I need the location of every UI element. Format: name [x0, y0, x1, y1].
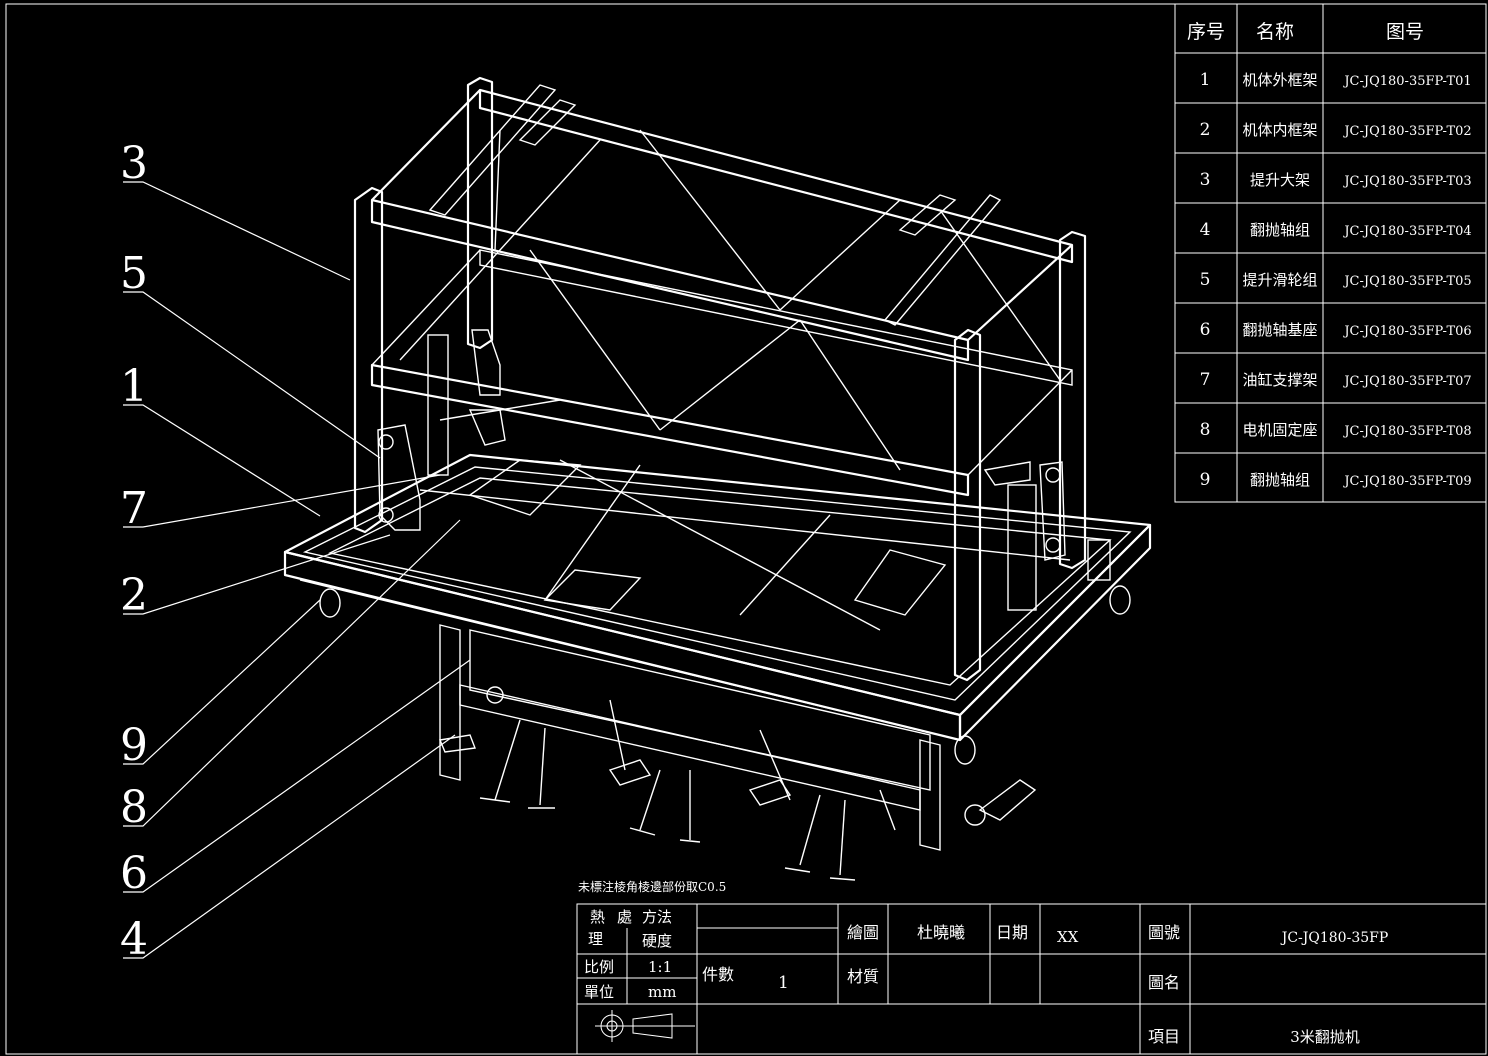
part-no: 4	[1200, 220, 1211, 240]
mid-beam-rear	[479, 249, 1073, 386]
top-beam-rear	[478, 88, 1074, 264]
header-code: 图号	[1386, 21, 1424, 43]
part-name: 提升大架	[1250, 171, 1310, 189]
part-no: 9	[1200, 470, 1211, 490]
heat-treat-3: 理	[588, 930, 603, 948]
base-frame-inner	[302, 466, 1132, 701]
qty-label: 件數	[702, 965, 734, 984]
part-code: JC-JQ180-35FP-T06	[1342, 324, 1471, 339]
part-name: 机体内框架	[1242, 121, 1317, 139]
machine-drawing	[283, 76, 1152, 881]
right-plate	[853, 549, 947, 616]
part-code: JC-JQ180-35FP-T04	[1342, 224, 1471, 239]
parts-table-rows: 1 机体外框架 JC-JQ180-35FP-T01 2 机体内框架 JC-JQ180-35…	[1200, 70, 1472, 490]
part-no: 7	[1200, 370, 1211, 390]
callout-3: 3	[120, 138, 148, 189]
tiller-support-left	[439, 624, 461, 781]
part-no: 1	[1200, 70, 1211, 90]
wheel-front-right	[954, 735, 976, 765]
tiller-tines	[439, 699, 896, 881]
unit-value: mm	[648, 983, 676, 1001]
qty-value: 1	[778, 973, 789, 993]
heat-treat-2: 處	[617, 908, 632, 926]
mid-beam-front	[370, 363, 970, 497]
part-name: 机体外框架	[1242, 71, 1317, 89]
part-code: JC-JQ180-35FP-T03	[1342, 174, 1471, 189]
title-block: 熱 處 理 方法 硬度 比例 1:1 單位 mm 件數 1 繪圖 杜曉曦 日期 …	[576, 903, 1487, 1055]
part-code: JC-JQ180-35FP-T01	[1342, 74, 1471, 89]
scale-value: 1:1	[648, 958, 672, 976]
drawing-border	[5, 3, 1487, 1055]
project-label: 項目	[1148, 1027, 1180, 1046]
material-label: 材質	[847, 967, 879, 986]
project-value: 3米翻抛机	[1290, 1028, 1360, 1046]
part-name: 提升滑轮组	[1242, 271, 1317, 289]
date-label: 日期	[996, 923, 1028, 942]
base-frame-side	[958, 523, 1152, 742]
part-no: 8	[1200, 420, 1211, 440]
part-code: JC-JQ180-35FP-T05	[1342, 274, 1471, 289]
part-code: JC-JQ180-35FP-T09	[1342, 474, 1471, 489]
callout-4: 4	[120, 914, 148, 965]
callout-numbers: 3 5 1 7 2 9 8 6 4	[120, 138, 148, 965]
part-code: JC-JQ180-35FP-T02	[1342, 124, 1471, 139]
base-frame-top	[283, 453, 1152, 717]
edge-note: 未標注棱角棱邊部份取C0.5	[578, 879, 726, 894]
part-code: JC-JQ180-35FP-T08	[1342, 424, 1471, 439]
part-no: 5	[1200, 270, 1211, 290]
center-plate	[543, 569, 642, 611]
callout-2: 2	[120, 570, 148, 621]
callout-9: 9	[120, 720, 148, 771]
post-rear-left	[466, 76, 494, 350]
part-name: 翻抛轴组	[1250, 221, 1310, 239]
callout-6: 6	[120, 848, 148, 899]
callout-leaders	[123, 181, 471, 959]
part-no: 6	[1200, 320, 1211, 340]
part-no: 3	[1200, 170, 1211, 190]
part-code: JC-JQ180-35FP-T07	[1342, 374, 1471, 389]
method-label: 方法	[642, 908, 672, 926]
header-no: 序号	[1187, 21, 1225, 43]
parts-table: 序号 名称 图号	[1174, 3, 1487, 503]
scale-label: 比例	[584, 958, 614, 976]
heat-treat-1: 熱	[590, 908, 605, 926]
wheel-front-left	[319, 588, 341, 618]
callout-7: 7	[120, 483, 148, 534]
drawing-name-label: 圖名	[1148, 973, 1180, 992]
callout-5: 5	[120, 248, 148, 299]
callout-1: 1	[120, 361, 148, 412]
part-name: 翻抛轴组	[1250, 471, 1310, 489]
cylinder-left	[427, 334, 449, 476]
projection-symbol-icon	[595, 1010, 695, 1042]
base-frame-front	[283, 550, 962, 742]
hardness-label: 硬度	[642, 932, 672, 950]
unit-label: 單位	[584, 983, 614, 1001]
drawing-no-label: 圖號	[1148, 923, 1180, 942]
part-name: 翻抛轴基座	[1242, 321, 1317, 339]
part-name: 电机固定座	[1242, 421, 1317, 439]
date-value: XX	[1057, 928, 1079, 946]
bracket-left	[377, 424, 421, 531]
part-no: 2	[1200, 120, 1211, 140]
drawing-no-value: JC-JQ180-35FP	[1280, 930, 1389, 946]
callout-8: 8	[120, 782, 148, 833]
header-name: 名称	[1256, 21, 1294, 43]
top-beam-front	[370, 198, 970, 362]
drawn-label: 繪圖	[847, 923, 879, 942]
cylinder-right	[1007, 484, 1037, 611]
drawn-value: 杜曉曦	[917, 923, 965, 942]
wheel-rear-right	[1109, 585, 1131, 615]
motor-seat-plate	[468, 459, 582, 516]
part-name: 油缸支撑架	[1242, 371, 1317, 389]
post-front-right	[953, 328, 982, 682]
post-front-left	[353, 186, 384, 534]
post-rear-right	[1058, 230, 1087, 570]
